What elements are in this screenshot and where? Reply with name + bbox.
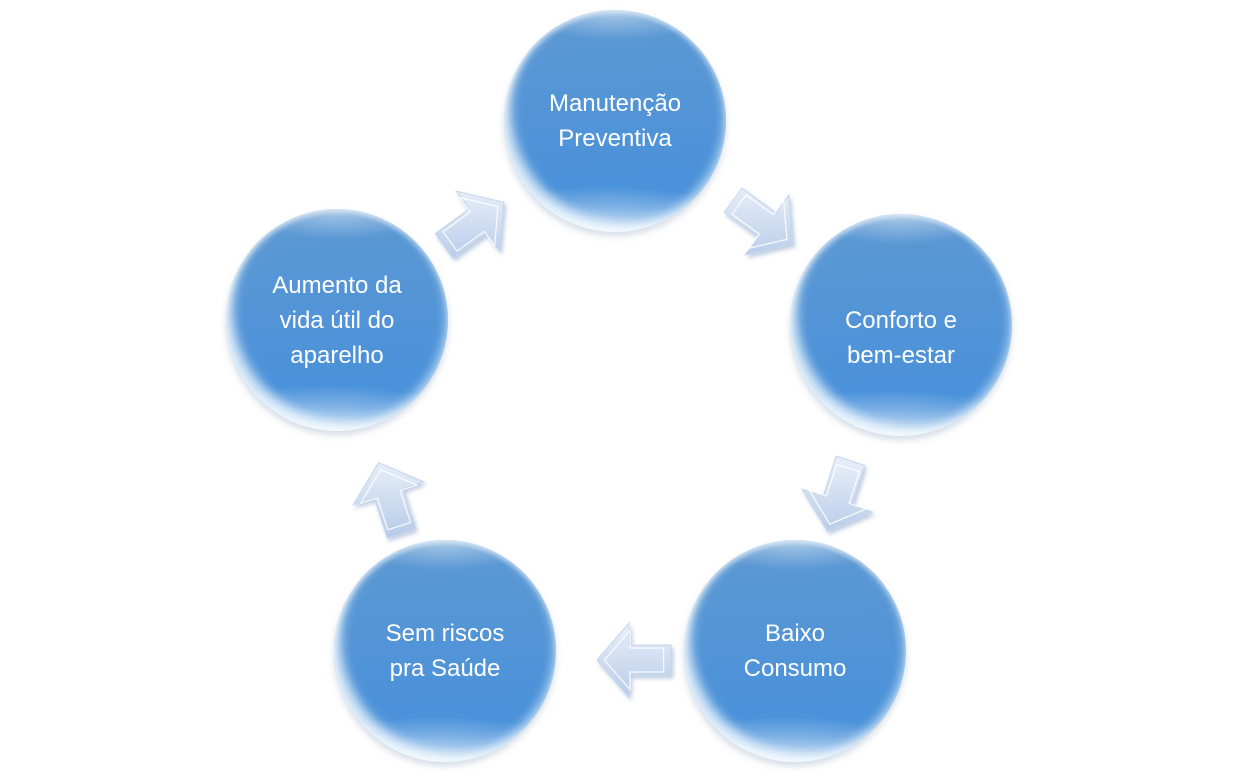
cycle-node-manutencao-preventiva: Manutenção Preventiva: [504, 10, 726, 232]
cycle-node-baixo-consumo: Baixo Consumo: [684, 540, 906, 762]
node-label-baixo-consumo: Baixo Consumo: [743, 620, 847, 682]
node-label-manutencao-preventiva: Manutenção Preventiva: [548, 90, 682, 152]
cycle-arrow-up-right-icon: [434, 185, 512, 263]
node-label-aumento-da-vida-util: Aumento da vida útil do aparelho: [272, 271, 402, 369]
cycle-arrow-left-icon: [596, 621, 672, 699]
cycle-arrow-up-icon: [352, 459, 428, 539]
cycle-node-conforto-e-bem-estar: Conforto e bem-estar: [790, 214, 1012, 436]
cycle-arrow-down-icon: [801, 455, 877, 535]
node-label-sem-riscos-pra-saude: Sem riscos pra Saúde: [385, 620, 505, 682]
cycle-node-sem-riscos-pra-saude: Sem riscos pra Saúde: [334, 540, 556, 762]
cycle-arrow-down-right-icon: [723, 183, 801, 261]
node-label-conforto-e-bem-estar: Conforto e bem-estar: [844, 307, 958, 369]
cycle-node-aumento-da-vida-util: Aumento da vida útil do aparelho: [226, 209, 448, 431]
